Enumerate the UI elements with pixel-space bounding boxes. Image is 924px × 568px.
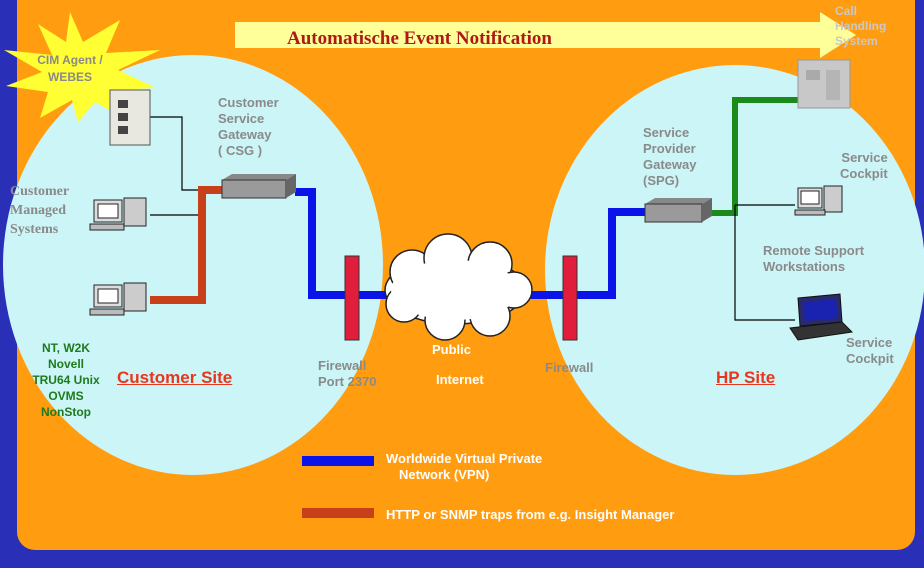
remote-support-label: Remote Support Workstations — [763, 243, 865, 274]
green-link — [710, 97, 800, 216]
csg-gateway-icon — [221, 174, 296, 199]
cim-agent-label: CIM Agent / WEBES — [37, 53, 103, 84]
firewall-right — [562, 255, 578, 341]
banner-arrow — [235, 12, 856, 58]
customer-lan-lines — [150, 116, 200, 216]
legend-vpn-swatch — [302, 456, 374, 466]
customer-site-ellipse — [3, 55, 383, 475]
service-cockpit-bottom-label: Service Cockpit — [846, 335, 894, 366]
cim-agent-star — [4, 12, 160, 122]
call-handling-label: Call Handling System — [835, 4, 887, 48]
call-handling-icon — [797, 59, 851, 109]
managed-systems-label: Customer Managed Systems — [10, 184, 70, 237]
firewall-left — [344, 255, 360, 341]
public-label: Public — [432, 342, 472, 357]
legend-vpn-label: Worldwide Virtual Private Network (VPN) — [386, 451, 543, 482]
spg-gateway-icon — [644, 198, 712, 223]
firewall-right-label: Firewall — [545, 360, 594, 375]
firewall-left-label: Firewall Port 2370 — [318, 358, 377, 389]
workstation-icon — [794, 185, 843, 216]
legend-http-label: HTTP or SNMP traps from e.g. Insight Man… — [386, 507, 675, 522]
service-cockpit-top-label: Service Cockpit — [840, 150, 888, 181]
csg-label: Customer Service Gateway ( CSG ) — [218, 95, 279, 158]
spg-label: Service Provider Gateway (SPG) — [643, 125, 697, 188]
http-snmp-link — [150, 186, 222, 304]
laptop-icon — [789, 293, 854, 341]
hp-lan-lines — [734, 204, 795, 321]
hp-site-title: HP Site — [716, 368, 776, 387]
os-list: NT, W2K Novell TRU64 Unix OVMS NonStop — [32, 341, 100, 419]
server-tower-icon — [109, 89, 151, 146]
internet-label: Internet — [436, 372, 484, 387]
workstation-icon — [89, 197, 147, 231]
banner-title: Automatische Event Notification — [287, 28, 552, 49]
customer-site-title: Customer Site — [117, 368, 233, 387]
workstation-icon — [89, 282, 147, 316]
legend-http-swatch — [302, 508, 374, 518]
